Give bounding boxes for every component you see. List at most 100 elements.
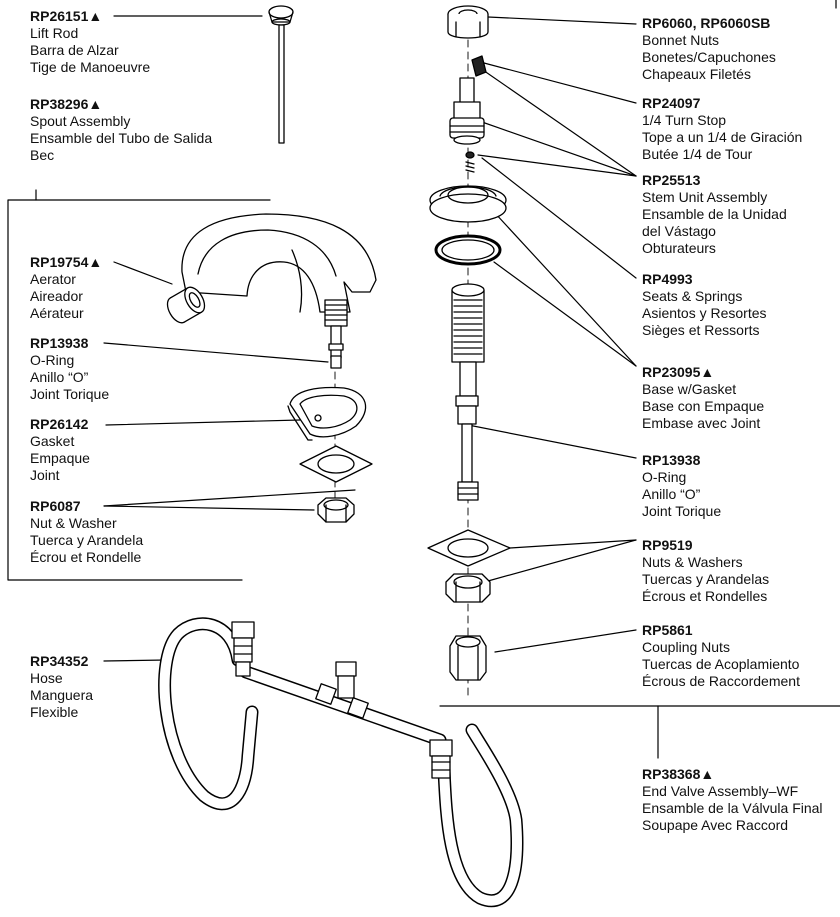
part-name-es: Anillo “O” [30,369,89,385]
part-name-en: Seats & Springs [642,288,743,304]
part-name-fr: Aérateur [30,305,84,321]
turn-stop-drawing [471,55,487,77]
lift-rod-drawing [268,5,294,144]
part-name-en: End Valve Assembly–WF [642,783,799,799]
part-name-en: Nuts & Washers [642,554,743,570]
part-code: RP25513 [642,172,701,188]
label-end-valve: RP38368▲ End Valve Assembly–WF Ensamble … [642,766,823,834]
part-name-fr: Flexible [30,704,79,720]
part-name-fr: Soupape Avec Raccord [642,817,789,833]
part-name-es-2: del Vástago [642,223,716,239]
label-turn-stop: RP24097 1/4 Turn Stop Tope a un 1/4 de G… [642,95,802,163]
washer-right-drawing [427,529,511,567]
washer-left-drawing [299,445,373,483]
part-name-fr: Écrous et Rondelles [642,588,768,604]
part-name-es: Tuercas de Acoplamiento [642,656,800,672]
part-name-en: Nut & Washer [30,515,117,531]
part-code: RP13938 [30,335,89,351]
label-o-ring-right: RP13938 O-Ring Anillo “O” Joint Torique [642,452,721,520]
part-code: RP6060, RP6060SB [642,15,771,31]
part-name-fr: Joint Torique [30,386,110,402]
part-name-fr: Joint Torique [642,503,722,519]
bonnet-nut-drawing [447,5,489,39]
nut-left-drawing [317,497,355,523]
part-code: RP34352 [30,653,89,669]
label-bonnet-nuts: RP6060, RP6060SB Bonnet Nuts Bonetes/Cap… [642,15,776,83]
part-name-fr: Sièges et Ressorts [642,322,760,338]
seats-springs-drawing [465,151,475,173]
label-gasket: RP26142 Gasket Empaque Joint [30,416,90,484]
label-o-ring-left: RP13938 O-Ring Anillo “O” Joint Torique [30,335,109,403]
part-name-es: Asientos y Resortes [642,305,767,321]
part-name-es: Tuerca y Arandela [30,532,144,548]
leader-lines [7,0,840,759]
part-code: RP5861 [642,622,693,638]
part-name-en: O-Ring [30,352,75,368]
part-name-es: Tope a un 1/4 de Giración [642,129,803,145]
gasket-drawing [287,386,367,441]
part-name-fr: Écrou et Rondelle [30,549,142,565]
label-nut-washer: RP6087 Nut & Washer Tuerca y Arandela Éc… [30,498,143,566]
part-name-es: Ensamble del Tubo de Salida [30,130,213,146]
part-code: RP23095▲ [642,364,715,380]
label-hose: RP34352 Hose Manguera Flexible [30,653,93,721]
part-name-en: Spout Assembly [30,113,131,129]
part-name-en: O-Ring [642,469,687,485]
center-lines [334,39,469,701]
part-name-en: Base w/Gasket [642,381,737,397]
nut-right-drawing [445,573,491,603]
part-name-fr: Écrous de Raccordement [642,673,800,689]
label-nuts-washers: RP9519 Nuts & Washers Tuercas y Arandela… [642,537,769,605]
coupling-nut-drawing [449,635,487,681]
part-code: RP24097 [642,95,701,111]
part-name-fr: Tige de Manoeuvre [30,59,151,75]
part-name-fr: Chapeaux Filetés [642,66,751,82]
part-code: RP26151▲ [30,8,103,24]
label-base-gasket: RP23095▲ Base w/Gasket Base con Empaque … [642,364,764,432]
label-aerator: RP19754▲ Aerator Aireador Aérateur [30,254,102,322]
part-name-es: Barra de Alzar [30,42,119,58]
label-lift-rod: RP26151▲ Lift Rod Barra de Alzar Tige de… [30,8,150,76]
part-name-fr: Joint [30,467,60,483]
aerator-drawing [166,286,206,324]
part-name-es: Tuercas y Arandelas [642,571,770,587]
stem-unit-drawing [449,77,485,145]
label-seats-springs: RP4993 Seats & Springs Asientos y Resort… [642,271,767,339]
part-name-fr: Butée 1/4 de Tour [642,146,753,162]
part-name-en: Gasket [30,433,75,449]
part-name-es: Manguera [30,687,94,703]
part-name-en: Bonnet Nuts [642,32,720,48]
part-name-en: Lift Rod [30,25,79,41]
label-stem-unit: RP25513 Stem Unit Assembly Ensamble de l… [642,172,787,257]
part-code: RP38368▲ [642,766,715,782]
part-code: RP19754▲ [30,254,103,270]
part-code: RP13938 [642,452,701,468]
part-name-es: Empaque [30,450,90,466]
label-coupling-nuts: RP5861 Coupling Nuts Tuercas de Acoplami… [642,622,800,690]
part-name-en: Hose [30,670,63,686]
part-name-fr: Bec [30,147,55,163]
hose-drawing [158,617,524,908]
part-code: RP9519 [642,537,693,553]
part-code: RP38296▲ [30,96,103,112]
part-name-fr: Embase avec Joint [642,415,761,431]
part-code: RP4993 [642,271,693,287]
base-flange-drawing [429,185,507,223]
part-name-es: Base con Empaque [642,398,765,414]
part-name-es: Anillo “O” [642,486,701,502]
part-name-en: Aerator [30,271,76,287]
part-name-es: Bonetes/Capuchones [642,49,776,65]
part-name-en: Stem Unit Assembly [642,189,768,205]
part-name-es: Ensamble de la Válvula Final [642,800,823,816]
part-name-en: Coupling Nuts [642,639,730,655]
part-name-es: Aireador [30,288,83,304]
part-code: RP6087 [30,498,81,514]
part-name-en: 1/4 Turn Stop [642,112,727,128]
base-gasket-drawing [434,234,502,266]
valve-body-drawing [451,283,485,501]
spout-drawing [181,213,377,369]
label-spout-assembly: RP38296▲ Spout Assembly Ensamble del Tub… [30,96,212,164]
part-name-es: Ensamble de la Unidad [642,206,787,222]
part-code: RP26142 [30,416,89,432]
